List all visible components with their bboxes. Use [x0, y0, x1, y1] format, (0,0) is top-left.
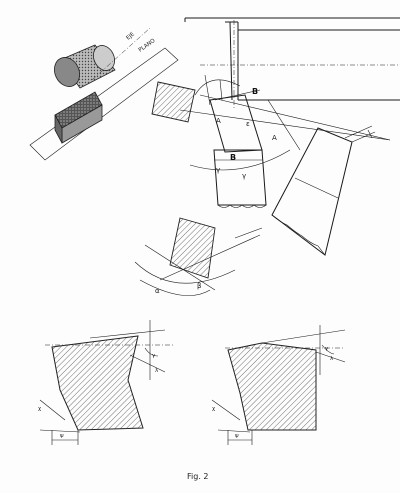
tool-shank: [213, 149, 267, 206]
right-angle-mark-4: ψ: [235, 433, 239, 439]
bottom-right-profile: γ λ χ ψ: [211, 325, 346, 445]
rake-section: [151, 81, 196, 123]
right-angle-mark-2: λ: [330, 356, 334, 362]
tilted-bar-outline: [271, 127, 353, 256]
rotated-hatched-section: [169, 217, 216, 279]
ref-line-ab: [199, 94, 391, 141]
bottom-left-profile: γ λ χ ψ: [38, 320, 175, 445]
axis-line: [91, 27, 151, 81]
left-angle-mark-1: γ: [152, 353, 156, 359]
left-hatched-profile: [51, 335, 144, 431]
plano-label: PLANO: [138, 38, 157, 54]
eje-label: EJE: [125, 31, 136, 41]
right-hatched-profile: [227, 342, 317, 431]
point-a-right-label: A: [272, 134, 277, 142]
isometric-tool-sketch: EJE PLANO: [29, 27, 179, 161]
alpha-label: α: [155, 287, 160, 295]
rotated-section: α β γ: [134, 166, 263, 296]
point-b-mid-label: B: [230, 153, 236, 162]
angle-arc-beta: [134, 261, 236, 284]
tool-bit-sketch: [54, 91, 103, 144]
gamma-mid-label: γ: [242, 172, 246, 180]
tool-section-main: B A A B ε γ: [151, 74, 391, 208]
point-a-left-label: A: [216, 117, 221, 125]
workpiece-shaft: [184, 17, 400, 110]
figure-caption: Fig. 2: [187, 472, 209, 481]
tilted-tool-bar: [271, 125, 376, 256]
left-angle-mark-2: λ: [155, 368, 159, 374]
point-b-top-label: B: [252, 87, 258, 96]
beta-label: β: [197, 282, 201, 290]
angle-arc-gamma: [189, 149, 291, 171]
angle-arc-top: [194, 79, 241, 96]
right-angle-mark-1: γ: [325, 346, 329, 352]
left-angle-mark-3: χ: [38, 406, 42, 412]
gamma-label: γ: [216, 166, 220, 174]
left-angle-mark-4: ψ: [60, 433, 64, 439]
epsilon-label: ε: [246, 120, 250, 128]
reference-plane: [29, 47, 179, 161]
workpiece-cylinder: [54, 44, 116, 89]
right-angle-mark-3: χ: [212, 406, 216, 412]
